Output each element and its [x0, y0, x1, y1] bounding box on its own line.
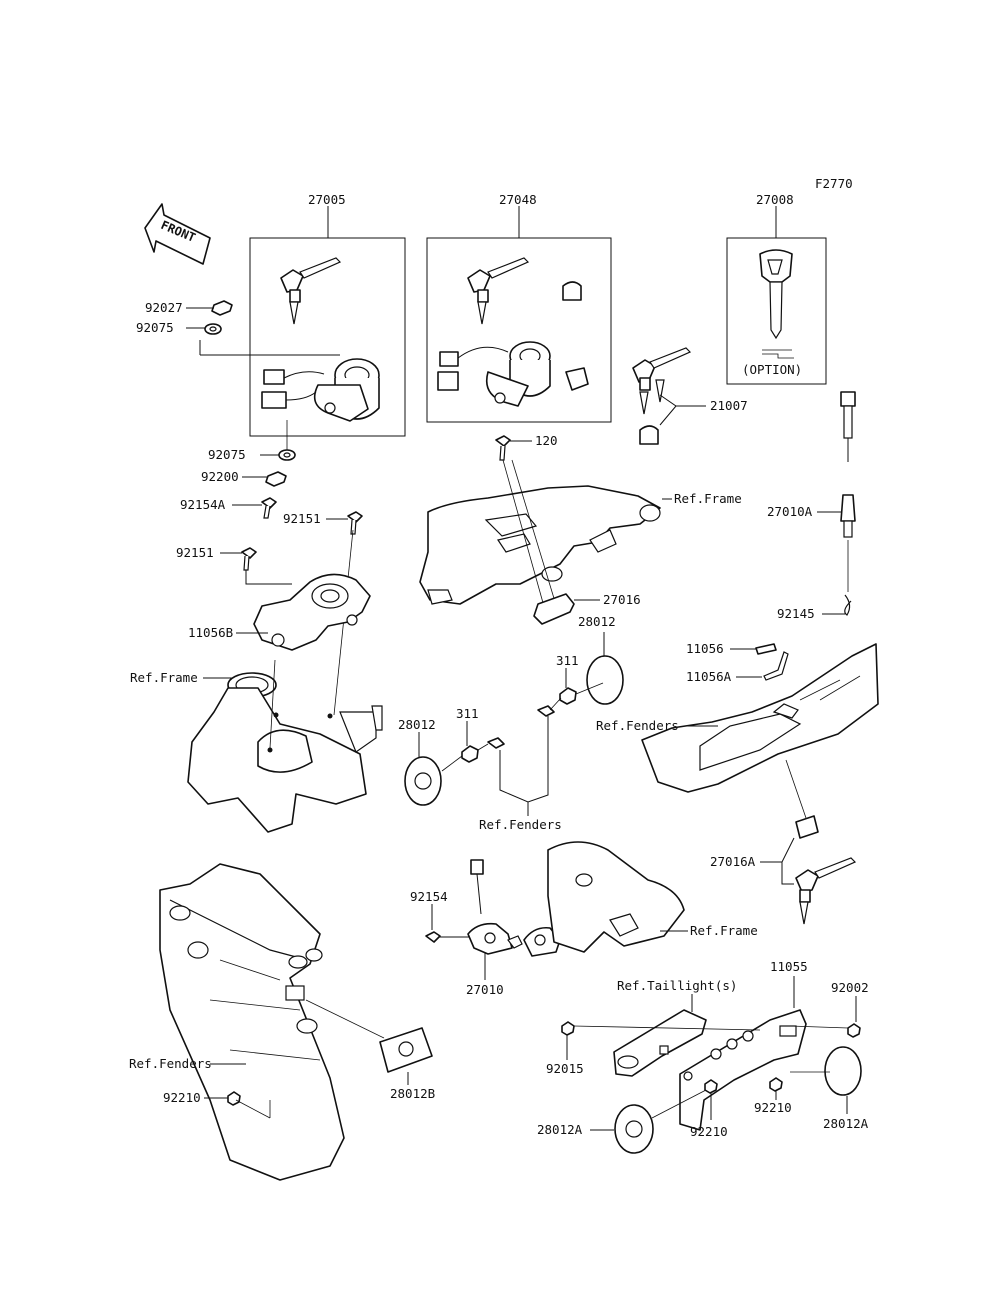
bolt-icon — [425, 931, 470, 943]
bolt-icon — [241, 547, 257, 571]
part-27005-label: 27005 — [308, 192, 346, 207]
front-fender-icon — [159, 863, 345, 1181]
nut-icon — [211, 300, 233, 316]
frame-head-icon — [187, 672, 383, 833]
part-92154-label: 92154 — [410, 889, 448, 904]
nut-icon — [559, 687, 577, 705]
part-92027-label: 92027 — [145, 300, 183, 315]
nut-icon — [769, 1077, 783, 1092]
part-27010A-label: 27010A — [767, 504, 813, 519]
part-92210-label: 92210 — [163, 1090, 201, 1105]
ref-frame-label: Ref.Frame — [674, 491, 742, 506]
license-bracket-icon — [613, 1009, 807, 1131]
part-27048-label: 27048 — [499, 192, 537, 207]
part-120-label: 120 — [535, 433, 558, 448]
nut-icon — [704, 1079, 718, 1094]
ignition-switch-icon — [261, 358, 380, 422]
bracket-icon — [253, 573, 371, 651]
key-set-icon — [280, 257, 342, 325]
nut-icon — [561, 1021, 575, 1036]
holder-icon — [795, 815, 819, 839]
nut-icon — [461, 745, 479, 763]
part-92075-label: 92075 — [136, 320, 174, 335]
ref-fenders-label: Ref.Fenders — [596, 718, 679, 733]
washer-icon — [204, 323, 222, 335]
washer-icon — [278, 449, 296, 461]
reflector-icon — [614, 1104, 654, 1154]
switch-icon — [840, 391, 856, 616]
part-92015-label: 92015 — [546, 1061, 584, 1076]
key-set-icon — [795, 857, 857, 925]
part-92151-label: 92151 — [176, 545, 214, 560]
part-21007-label: 21007 — [710, 398, 748, 413]
bolt-icon — [261, 497, 277, 519]
bolt-icon — [487, 737, 505, 749]
part-92145-label: 92145 — [777, 606, 815, 621]
reflector-icon — [404, 756, 442, 806]
reflector-icon — [824, 1046, 862, 1096]
nut-icon — [265, 471, 287, 487]
part-92075-label: 92075 — [208, 447, 246, 462]
part-27008-label: 27008 — [756, 192, 794, 207]
ref-fenders-label: Ref.Fenders — [129, 1056, 212, 1071]
part-92151-label: 92151 — [283, 511, 321, 526]
switch-icon — [467, 859, 523, 955]
rear-frame-icon — [419, 485, 661, 605]
part-92210-label: 92210 — [754, 1100, 792, 1115]
part-28012A-label: 28012A — [537, 1122, 583, 1137]
part-11055-label: 11055 — [770, 959, 808, 974]
part-11056B-label: 11056B — [188, 625, 233, 640]
key-set-icon — [632, 347, 692, 445]
part-11056A-label: 11056A — [686, 669, 732, 684]
bolt-icon — [495, 435, 511, 461]
part-311-label: 311 — [456, 706, 479, 721]
part-92154A-label: 92154A — [180, 497, 226, 512]
bolt-icon — [347, 511, 363, 535]
part-28012A-label: 28012A — [823, 1116, 869, 1131]
part-92002-label: 92002 — [831, 980, 869, 995]
part-11056-label: 11056 — [686, 641, 724, 656]
nut-icon — [227, 1091, 241, 1106]
clip-icon — [755, 643, 789, 681]
part-92210-label: 92210 — [690, 1124, 728, 1139]
ref-frame-label: Ref.Frame — [130, 670, 198, 685]
key-blank-icon — [759, 249, 794, 359]
part-27010-label: 27010 — [466, 982, 504, 997]
seat-lock-icon — [437, 341, 589, 407]
rear-fender-icon — [641, 643, 879, 793]
bolt-icon — [537, 705, 555, 717]
ref-taillight-label: Ref.Taillight(s) — [617, 978, 737, 993]
reflector-icon — [586, 655, 624, 705]
part-27016-label: 27016 — [603, 592, 641, 607]
holder-icon — [533, 593, 575, 625]
frame-plate-icon — [547, 841, 685, 953]
switch-bracket-icon — [523, 926, 561, 957]
ref-frame-label: Ref.Frame — [690, 923, 758, 938]
key-set-icon — [467, 257, 582, 325]
part-28012B-label: 28012B — [390, 1086, 435, 1101]
part-28012-label: 28012 — [398, 717, 436, 732]
ref-fenders-label: Ref.Fenders — [479, 817, 562, 832]
part-27016A-label: 27016A — [710, 854, 756, 869]
option-label: (OPTION) — [742, 362, 802, 377]
part-92200-label: 92200 — [201, 469, 239, 484]
reflector-icon — [379, 1027, 433, 1073]
front-arrow-icon: FRONT — [144, 203, 211, 265]
nut-icon — [847, 1023, 861, 1038]
figure-code: F2770 — [815, 176, 853, 191]
part-311-label: 311 — [556, 653, 579, 668]
part-28012-label: 28012 — [578, 614, 616, 629]
